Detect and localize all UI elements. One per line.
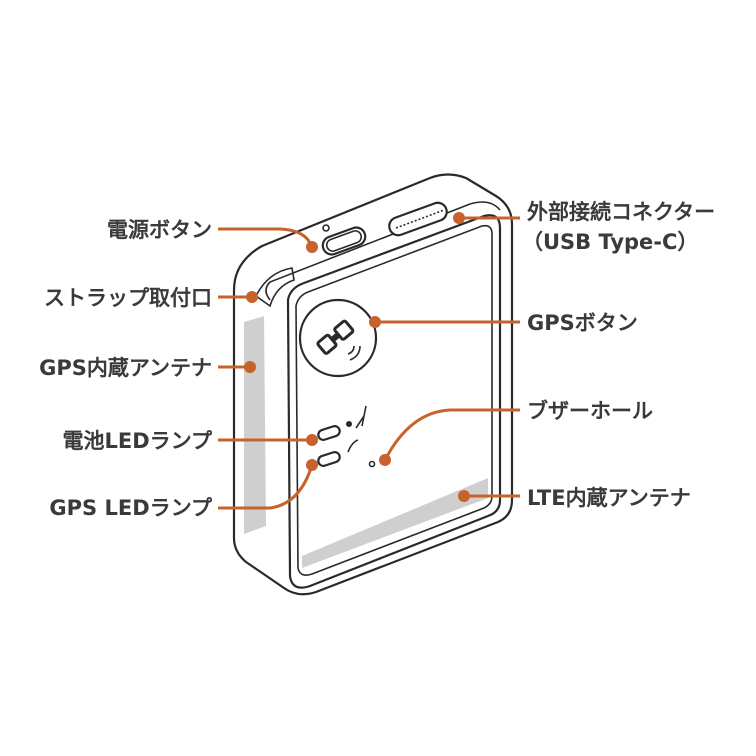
lte-antenna-area [302, 478, 488, 568]
label-strap-hole: ストラップ取付口 [44, 286, 212, 310]
label-gps-antenna: GPS内蔵アンテナ [39, 356, 212, 380]
label-power-button: 電源ボタン [107, 218, 212, 242]
satellite-icon [316, 319, 355, 355]
label-connector-sub: （USB Type-C） [522, 230, 698, 254]
label-gps-button: GPSボタン [527, 311, 638, 335]
gps-led-shape [317, 451, 341, 467]
top-edge [265, 201, 501, 301]
gps-small-icon [347, 439, 359, 453]
battery-icon [346, 421, 352, 427]
power-button-shape [321, 226, 367, 256]
battery-led-shape [317, 425, 341, 441]
leader-lines [218, 212, 520, 510]
signal-icon [355, 405, 367, 429]
label-lte-antenna: LTE内蔵アンテナ [527, 486, 691, 510]
device [232, 173, 514, 596]
label-gps-led: GPS LEDランプ [49, 496, 213, 520]
label-connector: 外部接続コネクター [527, 200, 715, 224]
label-buzzer-hole: ブザーホール [527, 399, 653, 423]
strap-hole-icon [254, 267, 295, 308]
label-battery-led: 電池LEDランプ [62, 429, 213, 453]
buzzer-hole-shape [368, 460, 376, 468]
power-icon [322, 224, 330, 232]
usb-c-connector [388, 201, 448, 237]
gps-antenna-area [244, 316, 266, 534]
